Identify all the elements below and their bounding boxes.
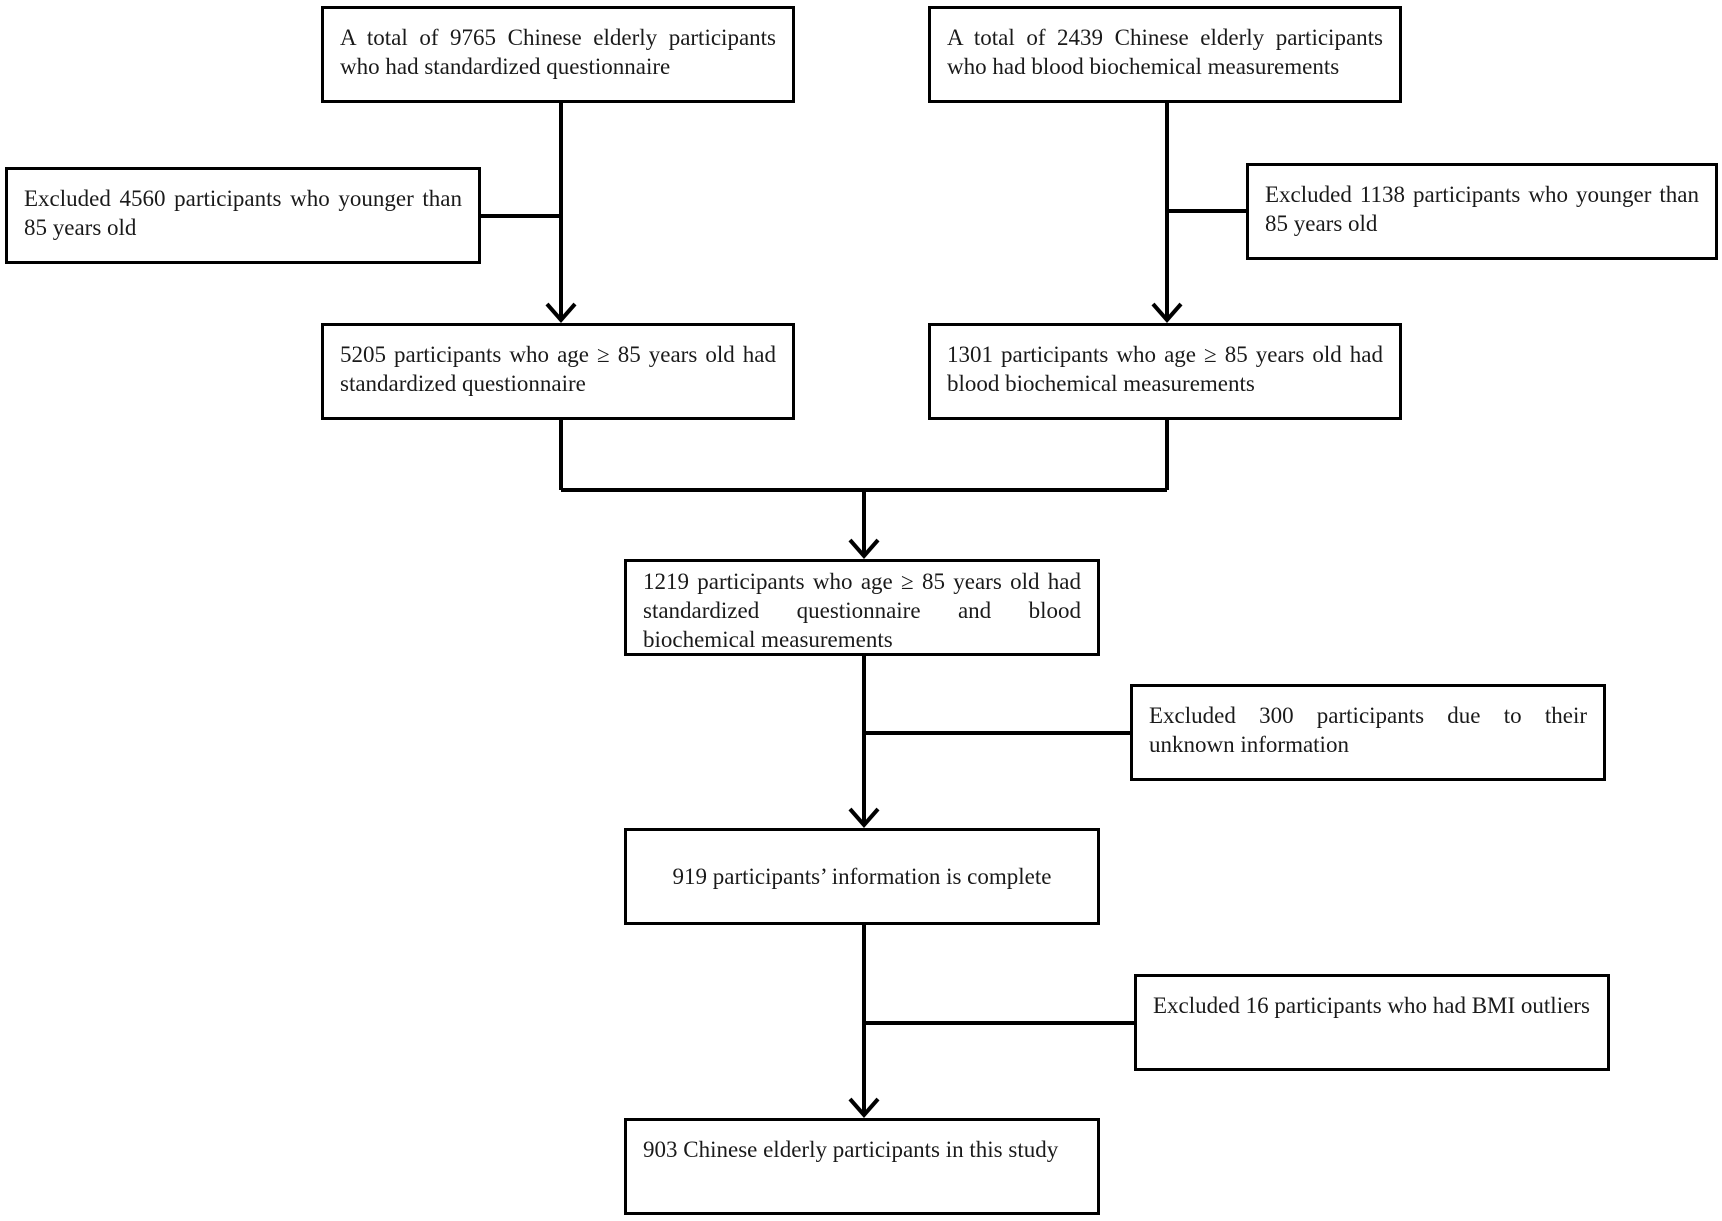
box-excluded-bmi: Excluded 16 participants who had BMI out… (1134, 974, 1610, 1071)
box-excluded-blood-age: Excluded 1138 participants who younger t… (1246, 163, 1718, 260)
box-final: 903 Chinese elderly participants in this… (624, 1118, 1100, 1215)
box-complete-info: 919 participants’ information is complet… (624, 828, 1100, 925)
box-questionnaire-total: A total of 9765 Chinese elderly particip… (321, 6, 795, 103)
box-excluded-unknown: Excluded 300 participants due to their u… (1130, 684, 1606, 781)
arrowhead-complete (848, 807, 880, 829)
arrowhead-blood-85plus (1151, 302, 1183, 324)
arrowhead-final (848, 1097, 880, 1119)
box-questionnaire-85plus: 5205 participants who age ≥ 85 years old… (321, 323, 795, 420)
box-excluded-questionnaire-age: Excluded 4560 participants who younger t… (5, 167, 481, 264)
arrowhead-combined (848, 538, 880, 560)
arrowhead-questionnaire-85plus (545, 302, 577, 324)
box-combined: 1219 participants who age ≥ 85 years old… (624, 559, 1100, 656)
box-blood-total: A total of 2439 Chinese elderly particip… (928, 6, 1402, 103)
box-blood-85plus: 1301 participants who age ≥ 85 years old… (928, 323, 1402, 420)
